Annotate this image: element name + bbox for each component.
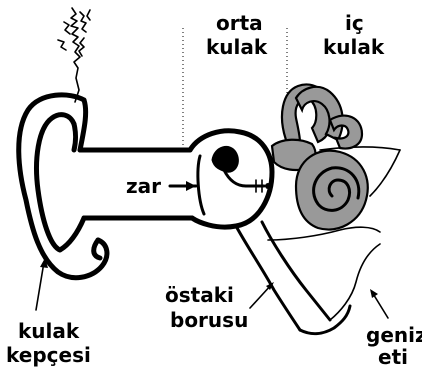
label-zar: zar bbox=[126, 174, 161, 198]
malleus bbox=[212, 146, 238, 172]
inner-ear bbox=[272, 84, 368, 229]
label-kulak: kulak bbox=[18, 319, 80, 343]
pinna-pointer bbox=[36, 262, 44, 310]
eardrum-arrowhead bbox=[186, 181, 196, 191]
label-eti: eti bbox=[378, 345, 408, 369]
label-ostaki: östaki bbox=[165, 283, 234, 307]
label-borusu: borusu bbox=[170, 308, 248, 332]
hair-squiggle bbox=[58, 8, 90, 102]
pinna-shape bbox=[19, 95, 107, 278]
middle-ear-cavity bbox=[190, 131, 272, 227]
label-orta-kulak: kulak bbox=[206, 35, 268, 59]
label-ic: iç bbox=[345, 11, 364, 35]
label-kepcesi: kepçesi bbox=[6, 343, 91, 367]
eardrum-membrane bbox=[198, 156, 204, 214]
label-ic-kulak: kulak bbox=[323, 35, 385, 59]
cochlea bbox=[296, 151, 368, 230]
label-geniz: geniz bbox=[366, 323, 422, 347]
label-orta: orta bbox=[216, 11, 263, 35]
